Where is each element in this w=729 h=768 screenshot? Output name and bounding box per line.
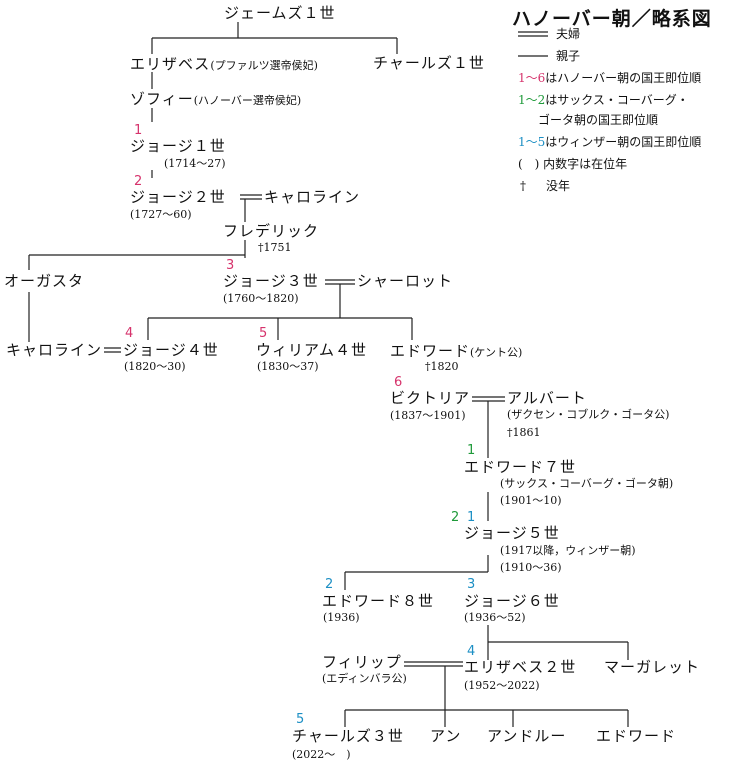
reign-years: (1760～1820)	[223, 292, 299, 305]
person-name: エリザベス	[130, 55, 211, 73]
reign-number: 1	[467, 443, 476, 458]
person-george4: ジョージ４世	[123, 341, 219, 359]
person-elizabeth2: エリザベス２世	[464, 658, 577, 676]
death-year: †1820	[425, 360, 459, 373]
person-sophia: ゾフィー(ハノーバー選帝侯妃)	[130, 91, 301, 107]
person-caroline1: キャロライン	[264, 188, 361, 206]
chart-title: ハノーバー朝／略系図	[512, 8, 712, 30]
person-george1: ジョージ１世	[130, 137, 226, 155]
person-charlotte: シャーロット	[357, 272, 454, 290]
person-george3: ジョージ３世	[223, 272, 319, 290]
reign-number-saxe: 2	[451, 510, 460, 525]
legend-spouse-label: 夫婦	[556, 27, 581, 41]
person-frederick: フレデリック	[223, 222, 320, 240]
legend-hanover: 1～6はハノーバー朝の国王即位順	[518, 72, 701, 84]
person-augusta: オーガスタ	[4, 272, 85, 290]
reign-years: (1936～52)	[464, 611, 526, 624]
reign-years: (1901～10)	[500, 494, 562, 507]
reign-years: (1936)	[323, 611, 360, 624]
legend-hanover-text: はハノーバー朝の国王即位順	[545, 71, 702, 85]
reign-years: (2022～ )	[292, 748, 351, 761]
person-note: (ハノーバー選帝侯妃)	[193, 94, 302, 107]
reign-number: 1	[467, 510, 476, 525]
person-philip: フィリップ	[322, 653, 402, 671]
legend-dagger-text: 没年	[546, 179, 571, 193]
reign-number: 2	[325, 577, 334, 592]
person-george5: ジョージ５世	[464, 524, 560, 542]
reign-years: (1820～30)	[124, 360, 186, 373]
legend-windsor-text: はウィンザー朝の国王即位順	[545, 135, 702, 149]
person-andrew: アンドルー	[487, 727, 567, 745]
reign-number: 1	[134, 123, 143, 138]
reign-number: 3	[226, 258, 235, 273]
person-edward-kent: エドワード(ケント公)	[390, 343, 522, 359]
person-elizabeth: エリザベス(プファルツ選帝侯妃)	[130, 56, 318, 72]
legend-windsor: 1～5はウィンザー朝の国王即位順	[518, 136, 701, 148]
reign-years: (1830～37)	[257, 360, 319, 373]
legend-saxe-text2: ゴータ朝の国王即位順	[538, 113, 659, 127]
person-charles3: チャールズ３世	[292, 727, 404, 745]
death-year: †1861	[507, 426, 541, 439]
person-anne: アン	[430, 727, 462, 745]
reign-years: (1910～36)	[500, 561, 562, 574]
person-note: (ザクセン・コブルク・ゴータ公)	[507, 408, 670, 421]
person-note: (ケント公)	[470, 346, 523, 359]
reign-number: 6	[394, 375, 403, 390]
reign-number: 4	[125, 326, 134, 341]
death-year: †1751	[258, 241, 292, 254]
person-note: (プファルツ選帝侯妃)	[210, 59, 318, 72]
reign-number: 5	[259, 326, 268, 341]
person-name: ゾフィー	[130, 90, 194, 108]
reign-number: 3	[467, 577, 476, 592]
person-james1: ジェームズ１世	[224, 4, 336, 22]
person-note: (エディンバラ公)	[322, 672, 407, 685]
reign-number: 2	[134, 174, 143, 189]
legend-saxe-nums: 1～2	[518, 93, 546, 107]
legend-saxe-text: はサックス・コーバーグ・	[545, 93, 689, 107]
person-caroline2: キャロライン	[6, 341, 103, 359]
person-victoria: ビクトリア	[390, 389, 471, 407]
person-albert: アルバート	[507, 389, 587, 407]
legend-dagger: † 没年	[520, 180, 570, 192]
person-charles1: チャールズ１世	[373, 54, 485, 72]
person-edward: エドワード	[596, 727, 677, 745]
person-edward7: エドワード７世	[464, 458, 577, 476]
reign-years: (1952～2022)	[464, 679, 540, 692]
person-note: (1917以降，ウィンザー朝)	[500, 544, 636, 557]
reign-years: (1837～1901)	[390, 409, 466, 422]
person-note: (サックス・コーバーグ・ゴータ朝)	[500, 477, 674, 490]
reign-years: (1727～60)	[130, 208, 192, 221]
legend-parent-label: 親子	[556, 49, 581, 63]
legend-windsor-nums: 1～5	[518, 135, 546, 149]
legend-hanover-nums: 1～6	[518, 71, 546, 85]
person-name: エドワード	[390, 342, 471, 360]
person-edward8: エドワード８世	[322, 592, 435, 610]
legend-saxe: 1～2はサックス・コーバーグ・	[518, 94, 689, 106]
reign-years: (1714～27)	[164, 157, 226, 170]
person-margaret: マーガレット	[604, 658, 701, 676]
reign-number: 4	[467, 644, 476, 659]
legend-paren-note: ( ) 内数字は在位年	[518, 157, 628, 171]
person-george2: ジョージ２世	[130, 188, 226, 206]
person-george6: ジョージ６世	[464, 592, 560, 610]
reign-number: 5	[296, 712, 305, 727]
dagger-icon: †	[520, 179, 526, 193]
person-william4: ウィリアム４世	[256, 341, 367, 359]
